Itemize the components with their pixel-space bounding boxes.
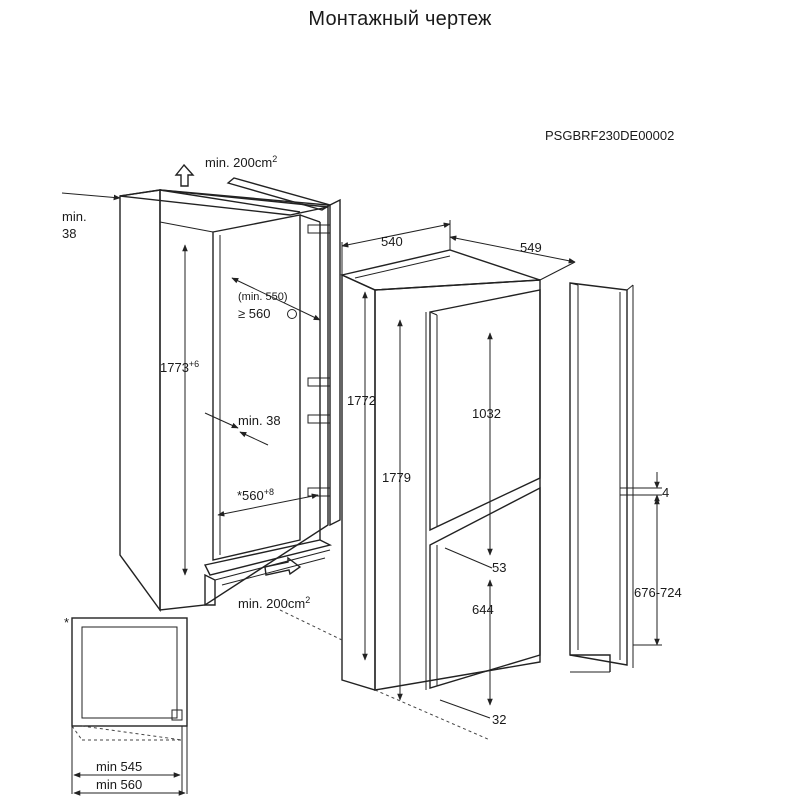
freezer-door [429, 486, 541, 689]
vent-top: min. 200cm2 [174, 154, 277, 187]
niche-cabinet [119, 177, 341, 613]
top-view-asterisk: * [64, 615, 69, 630]
niche-height: 1773+6 [160, 359, 199, 375]
appliance-total-height: 1779 [382, 470, 411, 485]
depth-min-label: (min. 550) [238, 291, 288, 303]
bottom-gap: 32 [492, 712, 506, 727]
hinge-mid-1 [307, 377, 331, 387]
appliance-body-height: 1772 [347, 393, 376, 408]
hinge-mid-2 [307, 414, 331, 424]
hinge-bottom [307, 487, 331, 497]
fridge-door-height: 1032 [472, 406, 501, 421]
niche-width: *560+8 [237, 487, 274, 503]
vent-top-label: min. 200cm2 [205, 154, 277, 170]
top-view: * [64, 615, 188, 796]
page-title: Монтажный чертеж [308, 8, 492, 30]
depth-value: ≥ 560 [238, 306, 270, 321]
inner-gap-label: min. 38 [238, 413, 281, 428]
side-gap-label: min. [62, 209, 87, 224]
vent-arrow-in-icon [264, 556, 302, 576]
hinge-top [307, 224, 331, 234]
vent-bottom-label: min. 200cm2 [238, 595, 310, 611]
appliance-width: 540 [381, 234, 403, 249]
depth-note-icon [287, 309, 297, 319]
top-view-min-545: min 545 [96, 759, 142, 774]
model-code: PSGBRF230DE00002 [545, 128, 674, 143]
door-panel-height: 676-724 [634, 585, 682, 600]
fridge-door [429, 289, 541, 532]
door-panel [569, 282, 640, 673]
top-view-min-560: min 560 [96, 777, 142, 792]
appliance [339, 249, 541, 691]
vent-arrow-up-icon [174, 163, 195, 187]
appliance-depth: 549 [520, 240, 542, 255]
cabinet-side-left [119, 189, 161, 613]
door-panel-gap: 4 [662, 485, 669, 500]
door-gap: 53 [492, 560, 506, 575]
side-gap-value: 38 [62, 226, 76, 241]
freezer-door-height: 644 [472, 602, 494, 617]
